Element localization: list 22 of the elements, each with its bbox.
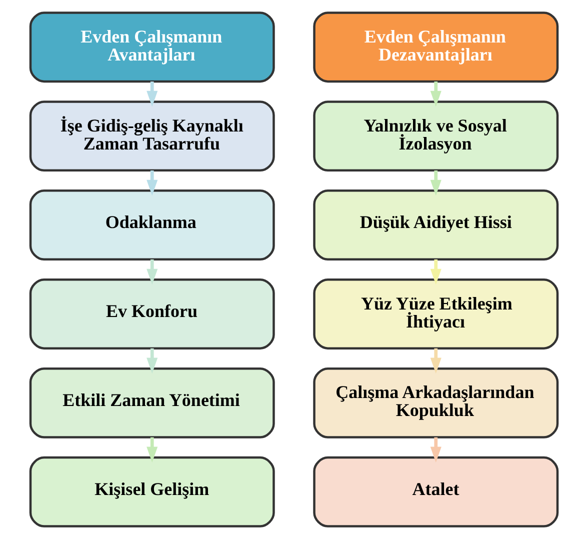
node-box: Evden Çalışmanın Dezavantajları [313,12,559,83]
node-box: Ev Konforu [29,278,275,350]
node-box: Çalışma Arkadaşlarından Kopukluk [313,367,559,438]
node-box: Evden Çalışmanın Avantajları [29,12,275,83]
arrow [146,170,158,196]
node-box: İşe Gidiş-geliş Kaynaklı Zaman Tasarrufu [29,100,275,172]
arrow [430,437,442,463]
arrow [146,437,158,463]
arrow [430,82,442,107]
arrow [430,348,442,374]
arrow [146,259,158,285]
arrow [146,348,158,374]
arrow [430,259,442,285]
node-box: Atalet [313,456,559,528]
node-box: Düşük Aidiyet Hissi [313,190,559,260]
node-box: Etkili Zaman Yönetimi [29,367,275,438]
node-box: Odaklanma [29,190,275,260]
arrow [146,82,158,107]
node-box: Yalnızlık ve Sosyal İzolasyon [313,100,559,172]
node-box: Yüz Yüze Etkileşim İhtiyacı [313,278,559,350]
node-box: Kişisel Gelişim [29,456,275,528]
arrow [430,170,442,196]
